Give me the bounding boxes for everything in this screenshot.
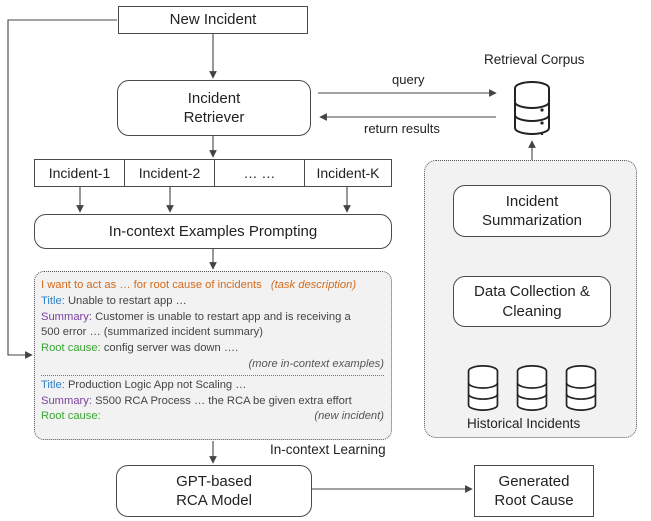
historical-database-icon-2 xyxy=(516,365,548,411)
prompt-task-line: I want to act as … for root cause of inc… xyxy=(41,278,384,294)
historical-incidents-label: Historical Incidents xyxy=(467,416,581,431)
arrow-new-to-prompt xyxy=(7,19,117,359)
example2-root-key: Root cause: xyxy=(41,410,101,423)
data-collection-label: Data Collection & Cleaning xyxy=(474,283,590,320)
historical-database-icon-3 xyxy=(565,365,597,411)
data-collection-box: Data Collection & Cleaning xyxy=(453,276,611,327)
incident-cell-1: Incident-1 xyxy=(34,159,124,187)
retriever-box: Incident Retriever xyxy=(117,80,311,136)
rca-model-label: GPT-based RCA Model xyxy=(176,472,252,510)
incident-cell-label: Incident-1 xyxy=(48,164,111,181)
in-context-learning-label: In-context Learning xyxy=(270,442,386,457)
example1-summary-line: Summary: Customer is unable to restart a… xyxy=(41,310,384,326)
summarization-label: Incident Summarization xyxy=(481,192,583,230)
incident-cell-label: Incident-2 xyxy=(138,164,201,181)
incident-cell-ellipsis: … … xyxy=(214,159,304,187)
incident-cell-k: Incident-K xyxy=(304,159,392,187)
example2-title-key: Title: xyxy=(41,378,65,391)
incident-cell-2: Incident-2 xyxy=(124,159,214,187)
prompt-divider xyxy=(41,374,384,376)
new-incident-box: New Incident xyxy=(118,6,308,34)
example1-summary: Customer is unable to restart app and is… xyxy=(95,310,351,323)
retrieval-corpus-label: Retrieval Corpus xyxy=(484,52,585,67)
examples-prompting-box: In-context Examples Prompting xyxy=(34,214,392,249)
example2-summary: S500 RCA Process … the RCA be given extr… xyxy=(95,394,352,407)
database-icon xyxy=(514,81,550,136)
example2-title: Production Logic App not Scaling … xyxy=(67,378,247,391)
example1-summary-cont: 500 error … (summarized incident summary… xyxy=(41,326,263,339)
incident-cell-label: Incident-K xyxy=(316,164,380,181)
generated-root-cause-box: Generated Root Cause xyxy=(474,465,594,517)
example1-summary-key: Summary: xyxy=(41,310,92,323)
example2-summary-key: Summary: xyxy=(41,394,92,407)
summarization-box: Incident Summarization xyxy=(453,185,611,237)
return-results-label: return results xyxy=(364,121,440,136)
example1-title: Unable to restart app … xyxy=(67,294,187,307)
example2-title-line: Title: Production Logic App not Scaling … xyxy=(41,378,384,394)
example2-summary-line: Summary: S500 RCA Process … the RCA be g… xyxy=(41,394,384,410)
task-text: I want to act as … for root cause of inc… xyxy=(41,279,262,291)
more-examples-note: (more in-context examples) xyxy=(248,357,384,370)
example2-root-line: Root cause: (new incident) xyxy=(41,409,384,425)
rca-model-box: GPT-based RCA Model xyxy=(116,465,312,517)
retriever-label: Incident Retriever xyxy=(183,89,245,127)
example1-root: config server was down …. xyxy=(103,342,239,355)
new-incident-label: New Incident xyxy=(169,11,257,29)
example1-title-key: Title: xyxy=(41,294,65,307)
task-note: (task description) xyxy=(270,279,357,291)
query-label: query xyxy=(392,72,425,87)
example1-root-key: Root cause: xyxy=(41,342,101,355)
incident-row: Incident-1 Incident-2 … … Incident-K xyxy=(34,159,392,187)
example1-title-line: Title: Unable to restart app … xyxy=(41,294,384,310)
historical-database-icon-1 xyxy=(467,365,499,411)
examples-prompting-label: In-context Examples Prompting xyxy=(108,222,318,240)
prompt-panel: I want to act as … for root cause of inc… xyxy=(34,271,392,440)
example1-root-line: Root cause: config server was down …. xyxy=(41,341,384,357)
generated-root-cause-label: Generated Root Cause xyxy=(494,472,574,510)
new-incident-note: (new incident) xyxy=(314,410,384,423)
incident-cell-label: … … xyxy=(243,164,276,181)
